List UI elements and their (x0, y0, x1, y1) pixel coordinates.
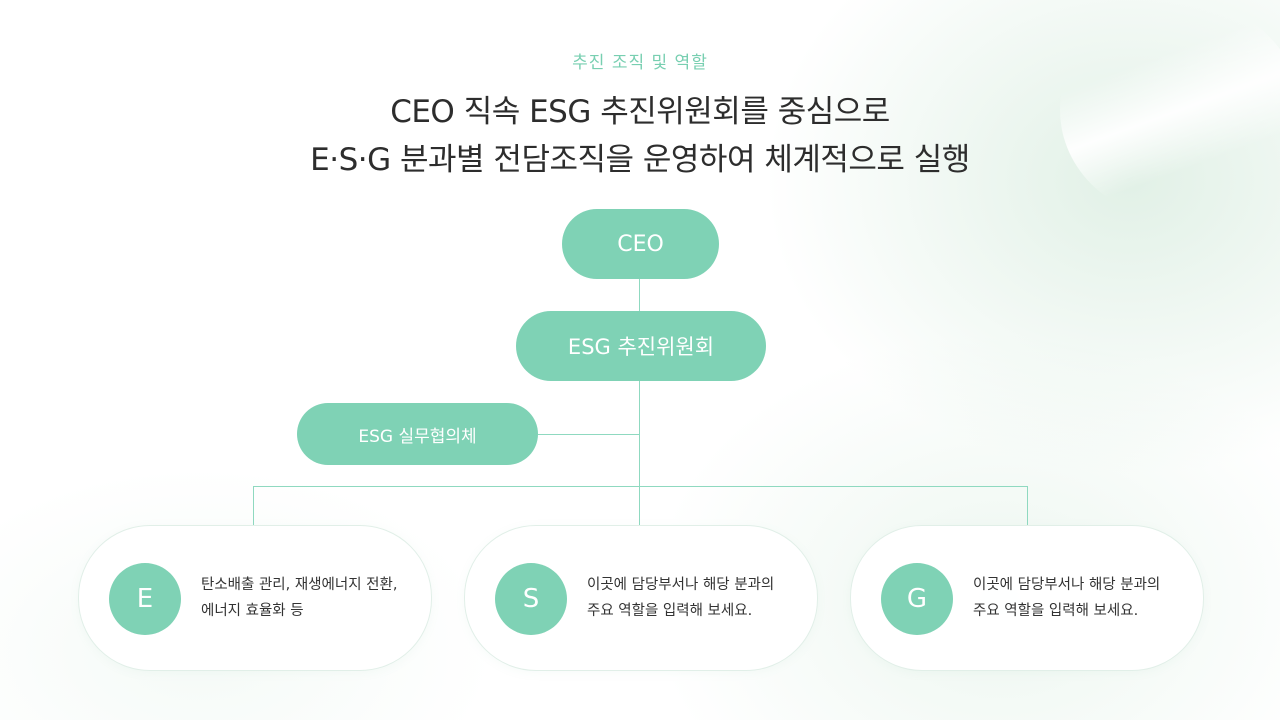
connector-horizontal-bus (253, 486, 1028, 487)
connector-drop-e (253, 486, 254, 525)
connector-council-branch (538, 434, 640, 435)
esg-committee-node: ESG 추진위원회 (516, 311, 766, 381)
division-badge-s: S (495, 563, 567, 635)
division-description-line: 이곳에 담당부서나 해당 분과의 (973, 577, 1161, 593)
division-description-line: 주요 역할을 입력해 보세요. (973, 603, 1139, 619)
division-card-e: E 탄소배출 관리, 재생에너지 전환, 에너지 효율화 등 (78, 525, 432, 671)
division-description-s: 이곳에 담당부서나 해당 분과의 주요 역할을 입력해 보세요. (587, 572, 802, 624)
division-description-g: 이곳에 담당부서나 해당 분과의 주요 역할을 입력해 보세요. (973, 572, 1188, 624)
division-description-line: 에너지 효율화 등 (201, 603, 304, 619)
division-card-g: G 이곳에 담당부서나 해당 분과의 주요 역할을 입력해 보세요. (850, 525, 1204, 671)
division-card-s: S 이곳에 담당부서나 해당 분과의 주요 역할을 입력해 보세요. (464, 525, 818, 671)
division-description-line: 주요 역할을 입력해 보세요. (587, 603, 753, 619)
page-title: CEO 직속 ESG 추진위원회를 중심으로 E·S·G 분과별 전담조직을 운… (0, 88, 1280, 184)
division-badge-g: G (881, 563, 953, 635)
division-description-line: 이곳에 담당부서나 해당 분과의 (587, 577, 775, 593)
title-line-2: E·S·G 분과별 전담조직을 운영하여 체계적으로 실행 (310, 142, 970, 178)
division-description-e: 탄소배출 관리, 재생에너지 전환, 에너지 효율화 등 (201, 572, 416, 624)
ceo-node: CEO (562, 209, 719, 279)
connector-ceo-committee (639, 279, 640, 311)
section-eyebrow: 추진 조직 및 역할 (572, 53, 708, 73)
division-description-line: 탄소배출 관리, 재생에너지 전환, (201, 577, 398, 593)
title-line-1: CEO 직속 ESG 추진위원회를 중심으로 (390, 94, 890, 130)
esg-council-node: ESG 실무협의체 (297, 403, 538, 465)
division-badge-e: E (109, 563, 181, 635)
connector-drop-g (1027, 486, 1028, 525)
connector-drop-s (639, 486, 640, 525)
